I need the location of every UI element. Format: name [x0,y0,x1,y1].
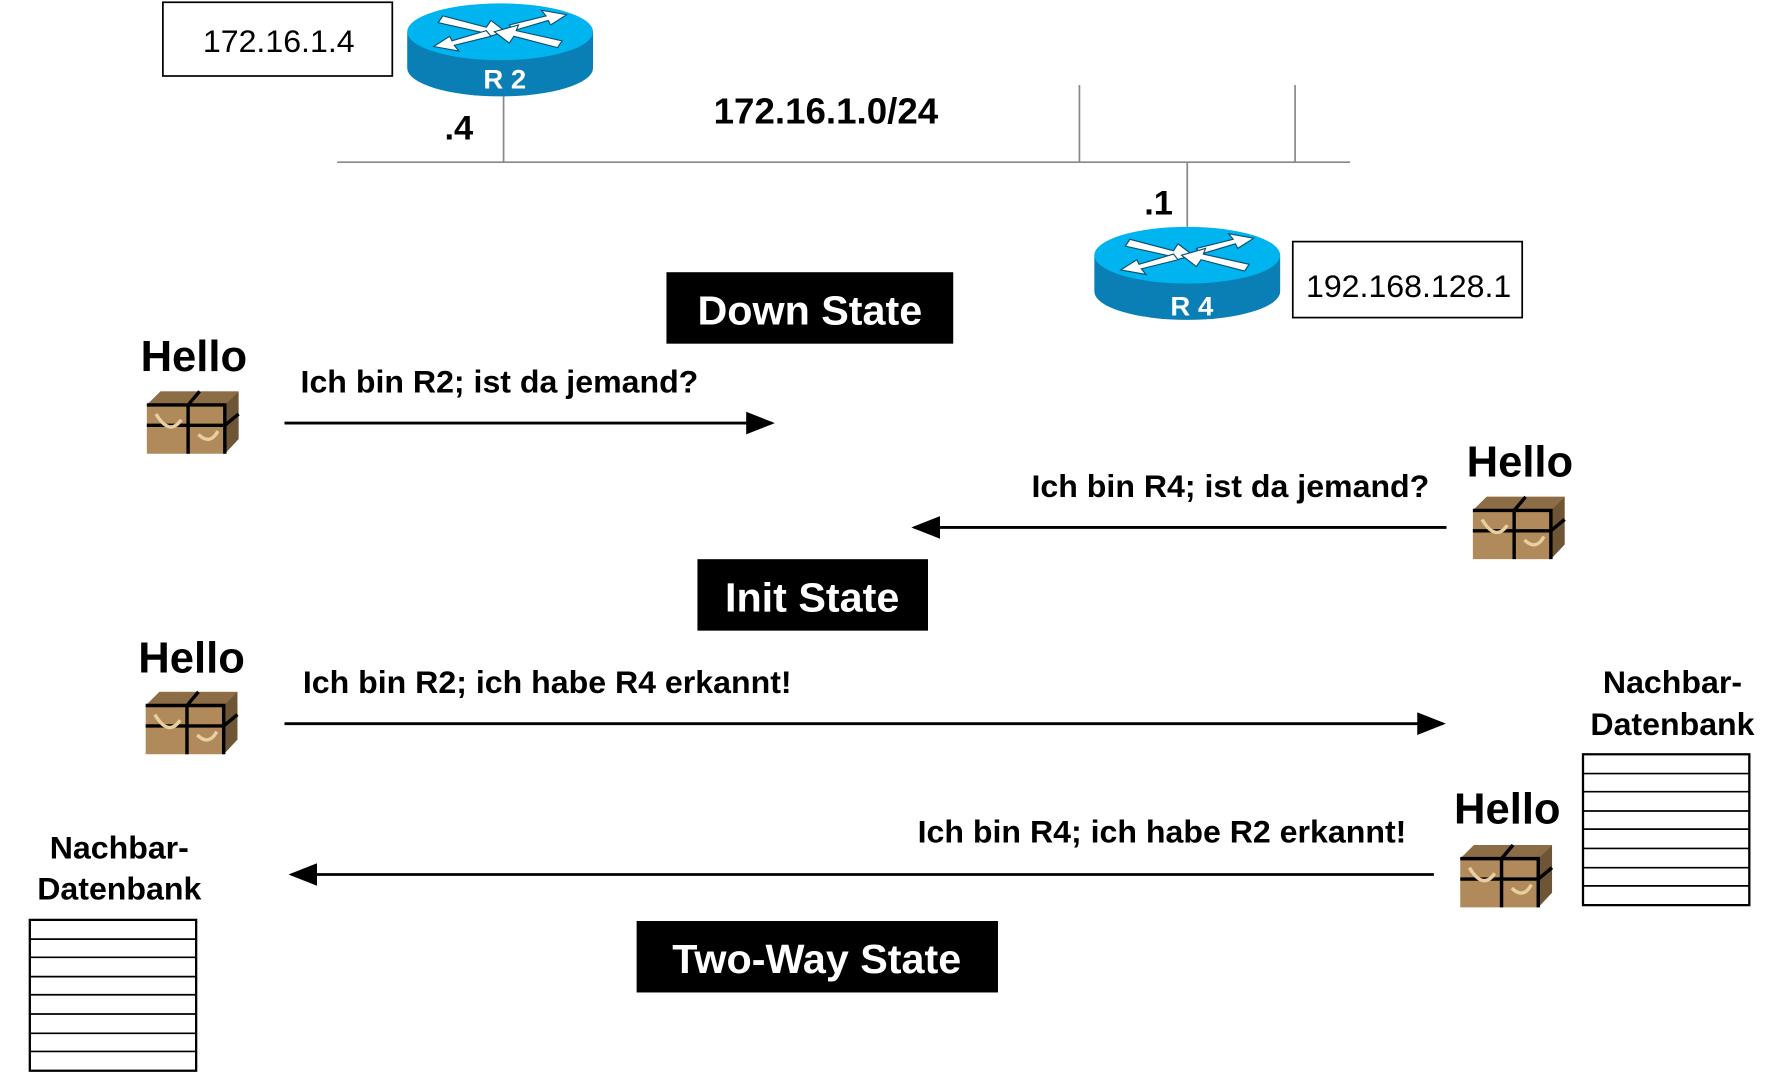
hello-packet-icon [1471,495,1567,561]
message-text: Ich bin R2; ich habe R4 erkannt! [303,664,792,700]
hello-label: Hello [138,635,245,683]
init-state-label: Init State [697,559,929,631]
r4-ip-box: 192.168.128.1 [1291,240,1524,319]
svg-text:Down State: Down State [697,288,922,334]
message-text: Ich bin R4; ich habe R2 erkannt! [918,814,1407,850]
subnet-label: 172.16.1.0/24 [714,91,939,132]
r2-ip-box: 172.16.1.4 [162,1,394,77]
hello-label: Hello [1467,439,1574,487]
two-way-state-label: Two-Way State [636,921,998,993]
hello-packet-icon [1458,843,1554,910]
svg-text:Init State: Init State [725,575,899,621]
r4-ip-text: 192.168.128.1 [1306,268,1511,304]
hello-label: Hello [1454,786,1561,834]
svg-text:Nachbar-: Nachbar- [1603,664,1742,700]
r2-ip-text: 172.16.1.4 [203,23,355,59]
neighbor-database-r2: Nachbar- Datenbank [28,830,202,1072]
svg-text:Nachbar-: Nachbar- [50,830,189,866]
r2-label: R 2 [483,64,526,95]
message-text: Ich bin R4; ist da jemand? [1032,468,1430,504]
hello-label: Hello [141,333,248,381]
router-icon-r2: R 2 [406,2,594,97]
message-text: Ich bin R2; ist da jemand? [301,364,699,400]
svg-text:Datenbank: Datenbank [1590,706,1754,742]
hello-packet-icon [143,690,240,756]
hello-packet-icon [145,389,241,456]
svg-text:Two-Way State: Two-Way State [672,936,961,982]
router-icon-r4: R 4 [1093,226,1281,321]
lan-segment [337,85,1351,227]
down-state-label: Down State [666,272,954,344]
r2-interface-label: .4 [444,110,473,148]
svg-text:Datenbank: Datenbank [37,871,201,907]
r4-label: R 4 [1170,290,1214,321]
r4-interface-label: .1 [1144,185,1173,223]
neighbor-database-r4: Nachbar- Datenbank [1581,664,1755,907]
